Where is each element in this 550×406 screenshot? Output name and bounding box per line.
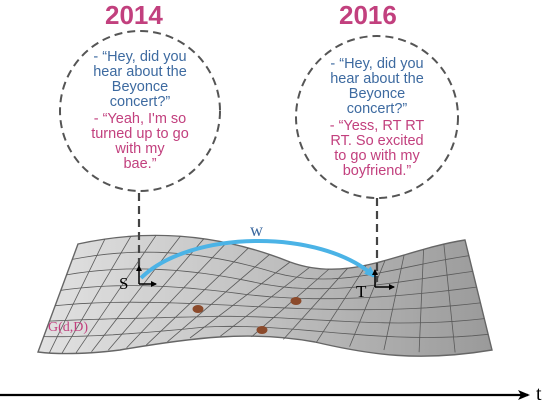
grid-line <box>72 251 469 280</box>
right-bubble-circle <box>295 35 459 199</box>
right-answer: - “Yess, RT RT RT. So excited to go with… <box>303 119 451 179</box>
left-bubble-text: - “Hey, did you hear about the Beyonce c… <box>66 50 214 172</box>
text-line: concert?” <box>109 94 171 110</box>
text-line: - “Yess, RT RT <box>329 118 425 134</box>
text-line: RT. So excited <box>330 133 424 149</box>
grid-line <box>49 315 485 324</box>
source-label: S <box>119 274 128 293</box>
text-line: hear about the <box>93 64 187 80</box>
grid-line <box>145 247 249 346</box>
text-line: turned up to go <box>91 126 189 142</box>
left-bubble-circle <box>59 30 221 192</box>
year-2014-label: 2014 <box>105 0 163 30</box>
left-answer: - “Yeah, I'm so turned up to go with my … <box>66 112 214 172</box>
grid-line <box>126 242 227 349</box>
grid-line <box>283 268 348 340</box>
text-line: with my <box>115 141 165 157</box>
grid-line <box>349 260 386 347</box>
grid-line <box>418 249 425 353</box>
manifold-dot <box>192 305 204 313</box>
grid-line <box>383 254 405 351</box>
grid-line <box>189 261 291 339</box>
text-line: - “Hey, did you <box>330 56 424 72</box>
grid-line <box>43 325 489 338</box>
manifold-label: G(d,D) <box>48 320 88 335</box>
grid-line <box>220 267 310 337</box>
right-bubble-text: - “Hey, did you hear about the Beyonce c… <box>303 57 451 179</box>
grid-line <box>91 235 181 353</box>
text-line: Beyonce <box>111 79 169 95</box>
target-label: T <box>356 282 367 301</box>
left-question: - “Hey, did you hear about the Beyonce c… <box>66 50 214 110</box>
text-line: - “Hey, did you <box>93 49 187 65</box>
grid-line <box>66 268 473 290</box>
text-line: concert?” <box>346 101 408 117</box>
manifold-dot <box>256 326 268 334</box>
right-question: - “Hey, did you hear about the Beyonce c… <box>303 57 451 117</box>
text-line: Beyonce <box>348 86 406 102</box>
grid-line <box>61 236 132 354</box>
grid-line <box>167 254 270 343</box>
text-line: boyfriend.” <box>342 163 412 179</box>
grid-line <box>60 285 477 300</box>
grid-line <box>55 301 481 311</box>
mapping-arc <box>139 239 377 280</box>
text-line: - “Yeah, I'm so <box>93 111 187 127</box>
text-line: hear about the <box>330 71 424 87</box>
year-2016-label: 2016 <box>339 0 397 30</box>
time-axis-label: t <box>536 383 542 405</box>
grid-line <box>315 264 367 344</box>
manifold-surface <box>37 234 493 357</box>
mapping-label: w <box>250 220 263 240</box>
text-line: bae.” <box>123 156 157 172</box>
grid-line <box>48 238 106 354</box>
manifold-dot <box>290 297 302 305</box>
grid-line <box>443 244 456 353</box>
grid-line <box>75 235 157 354</box>
text-line: to go with my <box>334 148 420 164</box>
